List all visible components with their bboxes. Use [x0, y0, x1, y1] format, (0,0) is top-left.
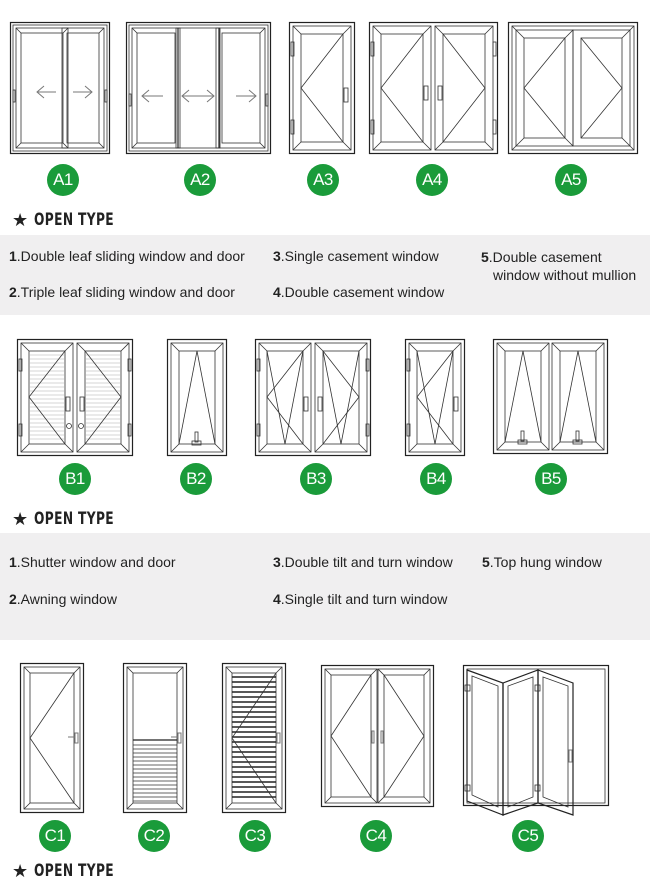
badge-a1: A1: [47, 164, 79, 196]
badge-c5: C5: [512, 820, 544, 852]
section-c-header: ★ OPEN TYPE: [12, 861, 145, 881]
figure-c2-half-louver-door: [122, 662, 188, 814]
figure-b5-top-hung: [492, 338, 609, 455]
legend-item-a4: 4.Double casement window: [273, 284, 445, 300]
figure-c4-double-door: [320, 664, 435, 808]
legend-item-b1: 1.Shutter window and door: [9, 554, 176, 570]
badge-a4: A4: [416, 164, 448, 196]
figure-a2-triple-sliding: [125, 21, 272, 155]
figure-a4-double-casement: [368, 21, 499, 155]
star-icon: ★: [12, 509, 29, 529]
badge-a2: A2: [184, 164, 216, 196]
legend-item-b4: 4.Single tilt and turn window: [273, 591, 448, 607]
badge-b5: B5: [535, 463, 567, 495]
legend-item-b2: 2.Awning window: [9, 591, 117, 607]
section-a-legend-panel: 1.Double leaf sliding window and door 2.…: [0, 235, 650, 315]
badge-b3: B3: [300, 463, 332, 495]
figure-b1-shutter: [16, 338, 134, 457]
badge-b2: B2: [180, 463, 212, 495]
figure-b4-single-tilt-turn: [404, 338, 466, 457]
legend-item-a1: 1.Double leaf sliding window and door: [9, 248, 245, 264]
figure-a3-single-casement: [288, 21, 356, 155]
figure-b3-double-tilt-turn: [254, 338, 372, 457]
section-b-header: ★ OPEN TYPE: [12, 509, 145, 529]
section-title: OPEN TYPE: [34, 861, 115, 881]
section-b-legend-panel: 1.Shutter window and door 2.Awning windo…: [0, 533, 650, 640]
badge-c3: C3: [239, 820, 271, 852]
star-icon: ★: [12, 210, 29, 230]
figure-c5-folding-door: [462, 664, 610, 816]
section-a-header: ★ OPEN TYPE: [12, 210, 145, 230]
badge-a5: A5: [555, 164, 587, 196]
legend-item-b3: 3.Double tilt and turn window: [273, 554, 453, 570]
legend-item-b5: 5.Top hung window: [482, 554, 602, 570]
star-icon: ★: [12, 861, 29, 881]
section-title: OPEN TYPE: [34, 509, 115, 529]
badge-b1: B1: [59, 463, 91, 495]
figure-c1-single-door: [19, 662, 85, 814]
section-title: OPEN TYPE: [34, 210, 115, 230]
figure-c3-full-louver-door: [221, 662, 287, 814]
legend-item-a2: 2.Triple leaf sliding window and door: [9, 284, 235, 300]
badge-a3: A3: [307, 164, 339, 196]
figure-b2-awning: [166, 338, 228, 457]
figure-a5-double-casement-no-mullion: [507, 21, 639, 155]
badge-b4: B4: [420, 463, 452, 495]
badge-c2: C2: [138, 820, 170, 852]
figure-a1-double-sliding: [9, 21, 111, 155]
badge-c1: C1: [39, 820, 71, 852]
badge-c4: C4: [360, 820, 392, 852]
legend-item-a3: 3.Single casement window: [273, 248, 439, 264]
